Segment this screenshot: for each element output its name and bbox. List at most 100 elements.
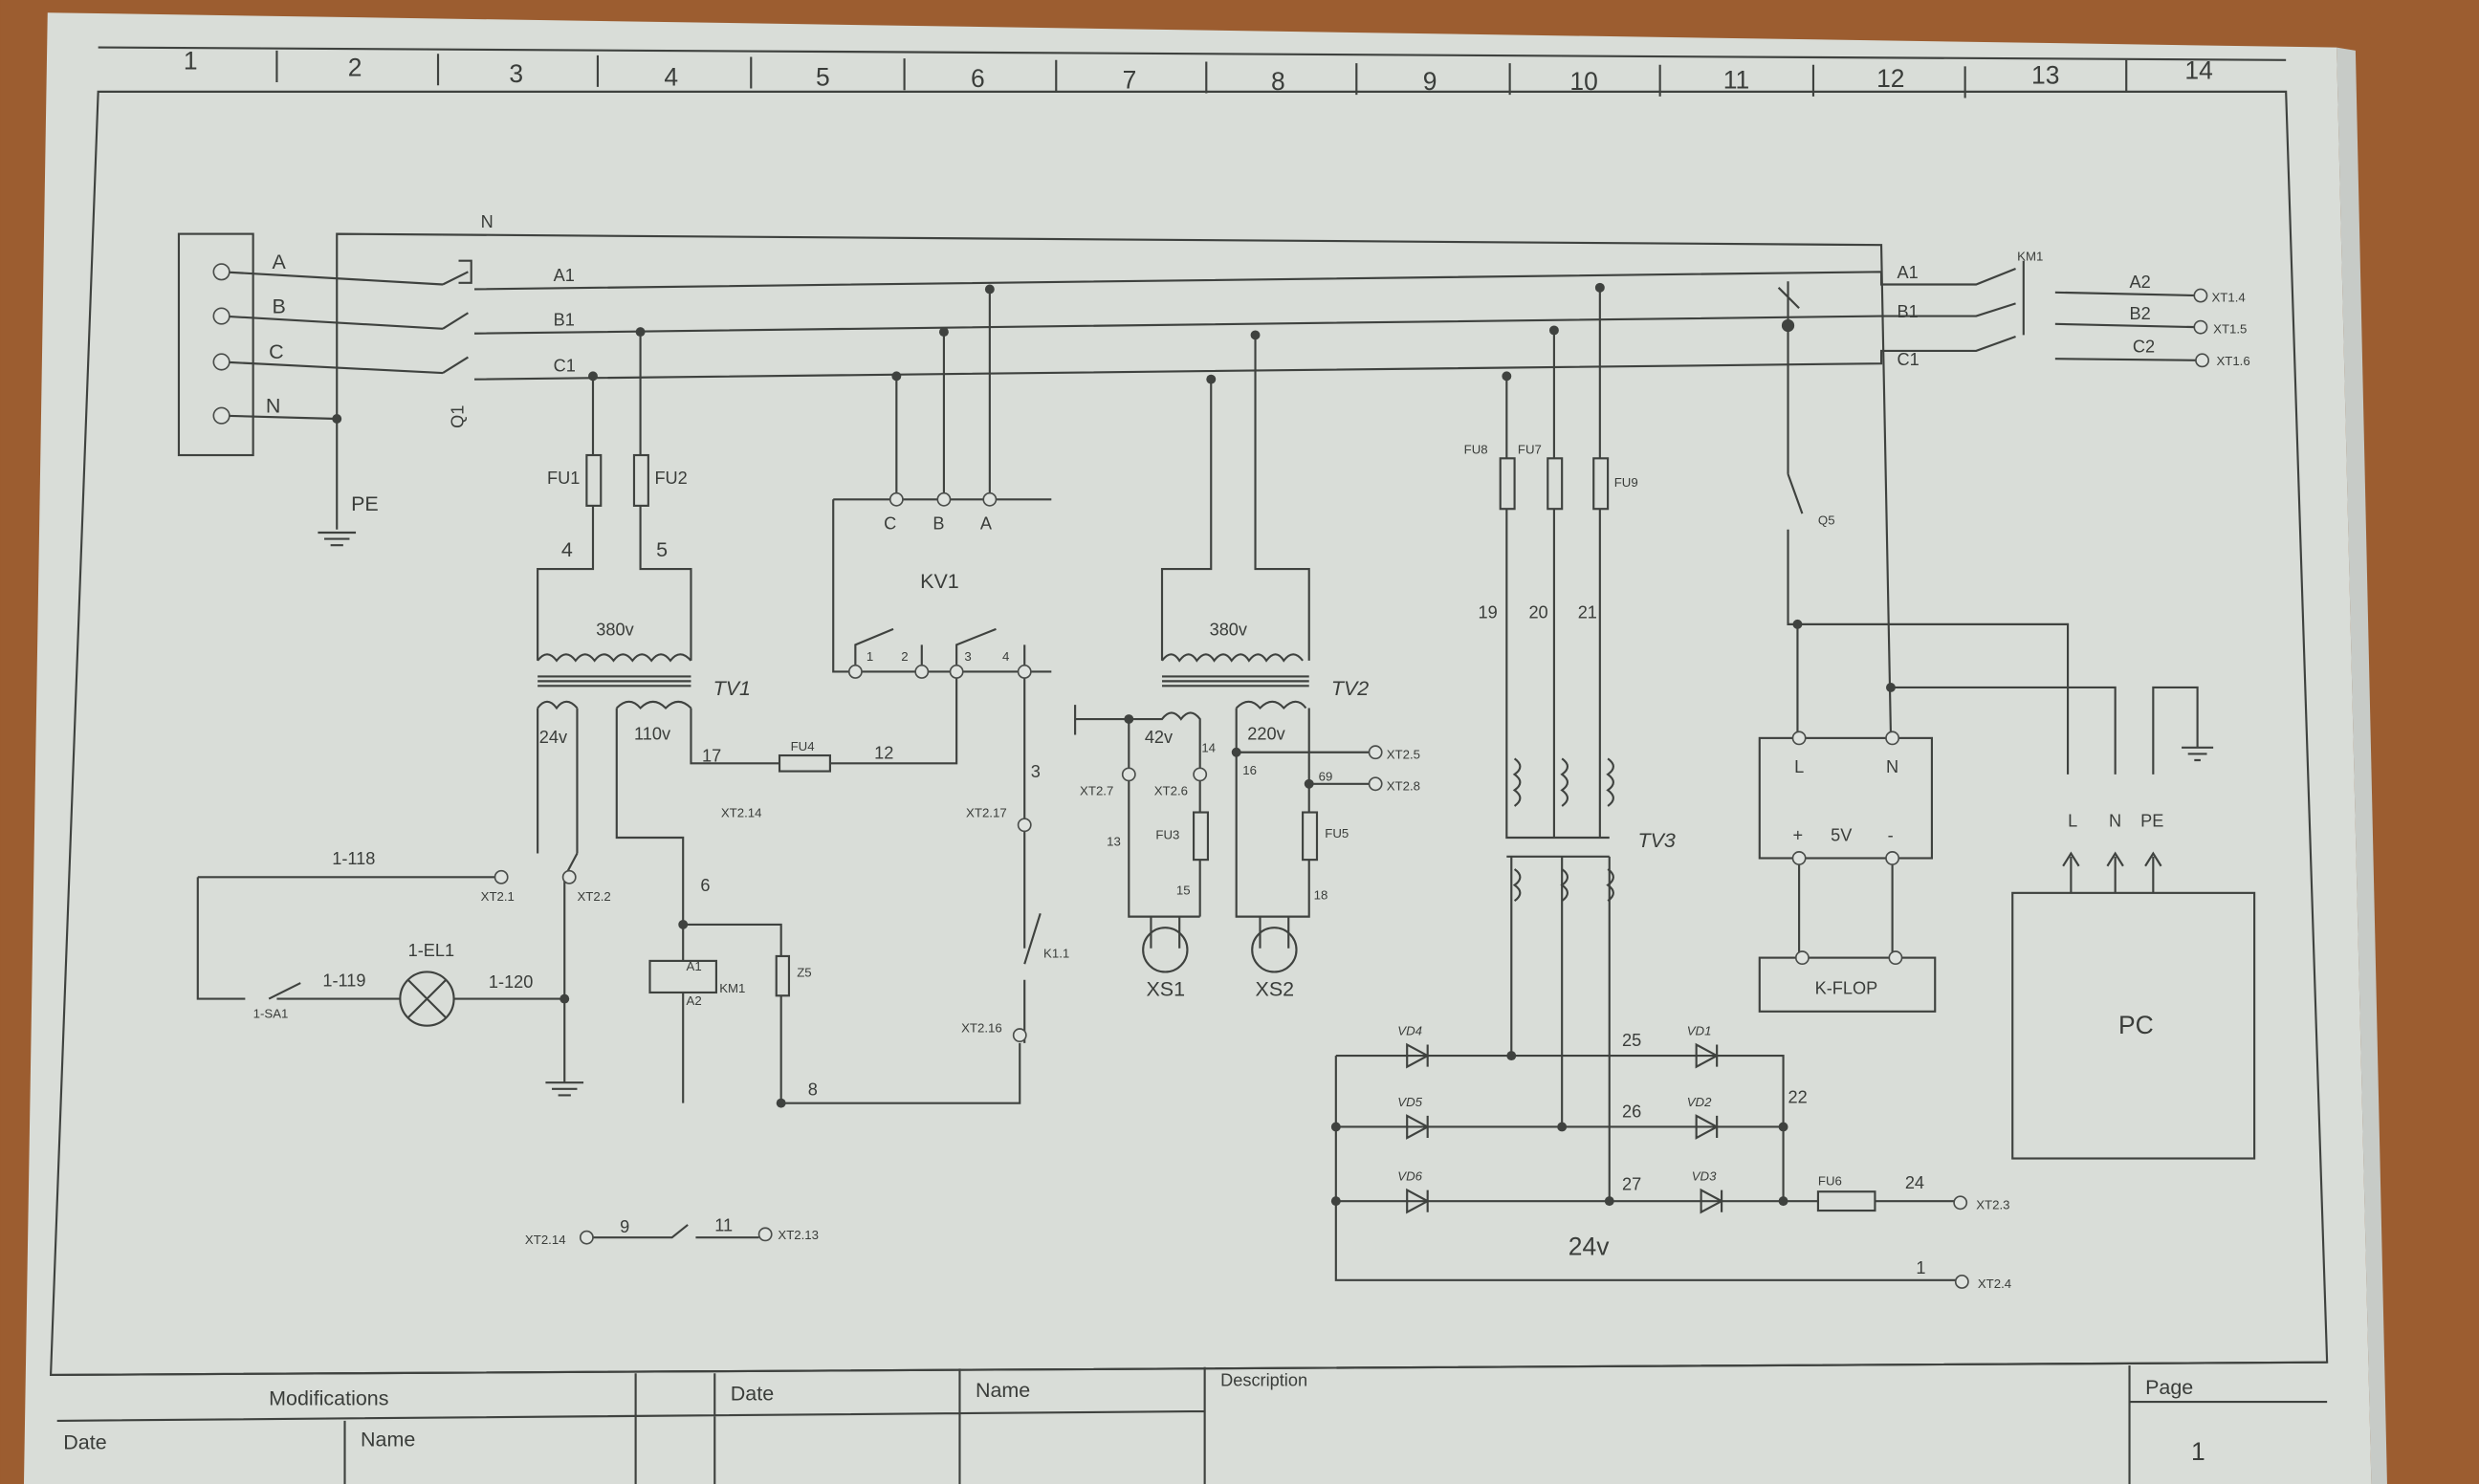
line-label: B2	[2130, 304, 2151, 323]
wire-number: 1-119	[322, 971, 365, 990]
column-number: 2	[348, 53, 362, 81]
wire-number: 11	[714, 1216, 733, 1235]
tv1-secondary-voltage: 110v	[634, 725, 671, 744]
terminal-label: XT2.14	[525, 1233, 566, 1247]
terminal-label: XT1.5	[2213, 322, 2247, 337]
wire-number: 15	[1176, 883, 1191, 897]
terminal-label: XT1.6	[2216, 354, 2249, 368]
switch-label: 1-SA1	[253, 1006, 289, 1020]
tv1-label: TV1	[713, 677, 751, 700]
terminal-label: XT2.8	[1387, 778, 1420, 793]
diode-label: VD2	[1687, 1095, 1712, 1109]
terminal-label: XT2.16	[961, 1020, 1002, 1035]
terminal-label: XT2.3	[1976, 1197, 2009, 1211]
wire-number: 3	[1031, 762, 1041, 781]
wire-number: 1-118	[332, 849, 375, 868]
line-label: C2	[2133, 338, 2155, 357]
km1-coil	[648, 959, 717, 994]
tv1-primary-voltage: 380v	[596, 620, 634, 639]
kflop-label: K-FLOP	[1815, 979, 1878, 998]
fuse-label: FU1	[547, 469, 580, 488]
fuse-label: FU8	[1464, 442, 1488, 456]
supply-wiring	[177, 232, 2198, 735]
wire-number: 27	[1622, 1175, 1641, 1194]
socket-label: XS2	[1256, 977, 1295, 1000]
psu-terminal-label: +	[1792, 825, 1803, 844]
diode-label: VD3	[1692, 1169, 1717, 1184]
psu-terminal-label: L	[1794, 757, 1804, 776]
km1-contactor-label: KM1	[2017, 250, 2043, 264]
fuse-label: FU6	[1818, 1174, 1842, 1189]
wire-number: 1	[1916, 1258, 1925, 1277]
lamp-symbol	[399, 971, 455, 1027]
terminal-label: XT2.7	[1080, 783, 1113, 797]
diode-label: VD5	[1397, 1095, 1422, 1109]
kv1-contact-number: 4	[1002, 649, 1009, 664]
fuse-label: FU3	[1155, 828, 1179, 842]
wire-number: 25	[1622, 1031, 1641, 1050]
wire-number: 12	[874, 743, 893, 762]
psu-wiring	[1758, 281, 2256, 1160]
column-number: 10	[1569, 67, 1597, 96]
coil-terminal: A2	[687, 993, 702, 1008]
title-block-heading: Name	[361, 1428, 415, 1451]
socket-label: XS1	[1146, 977, 1185, 1000]
fuse-label: FU9	[1614, 475, 1638, 490]
line-label: A1	[1898, 263, 1919, 282]
wire-number: 19	[1479, 602, 1498, 622]
column-number: 12	[1876, 64, 1904, 93]
line-label: C1	[554, 356, 576, 375]
neutral-label: N	[266, 394, 281, 417]
pc-input-label: L	[2068, 811, 2077, 830]
tv3-wiring	[1334, 287, 1958, 1281]
rectifier-voltage: 24v	[1569, 1232, 1610, 1260]
column-number: 5	[816, 62, 830, 91]
phase-label: A	[272, 251, 286, 273]
kv1-terminal-label: B	[932, 514, 944, 534]
psu-terminal-label: -	[1888, 825, 1894, 844]
breaker-label: Q5	[1818, 513, 1835, 528]
diode-label: VD4	[1397, 1024, 1422, 1038]
terminal-label: XT2.4	[1978, 1277, 2011, 1291]
column-number: 4	[664, 62, 678, 91]
title-block-heading: Name	[976, 1379, 1030, 1402]
phase-label: B	[272, 295, 285, 317]
coil-label: KM1	[719, 981, 745, 995]
z5-resistor	[775, 954, 791, 997]
wire-number: 26	[1622, 1102, 1641, 1122]
terminal-label: XT2.17	[966, 806, 1007, 820]
wire-number: 24	[1905, 1173, 1924, 1192]
tv2-secondary-voltage: 42v	[1145, 728, 1174, 747]
wire-number: 14	[1201, 741, 1216, 755]
resistor-label: Z5	[797, 965, 811, 979]
paper-sheet	[23, 12, 2372, 1484]
tv2-secondary-voltage: 220v	[1247, 725, 1285, 744]
column-number: 9	[1423, 67, 1437, 96]
pc-input-label: PE	[2140, 811, 2163, 830]
line-label: C1	[1898, 350, 1920, 369]
contact-label: K1.1	[1043, 947, 1069, 961]
diode-label: VD6	[1397, 1169, 1422, 1184]
line-label: B1	[1898, 302, 1919, 321]
pe-label: PE	[351, 492, 379, 515]
title-block-heading: Description	[1220, 1371, 1307, 1390]
wire-number: 1-120	[489, 972, 533, 992]
title-block-heading: Page	[2145, 1376, 2193, 1399]
wire-number: 13	[1107, 834, 1121, 848]
wire-number: 17	[702, 747, 721, 766]
fuse-label: FU4	[791, 739, 815, 753]
column-number: 13	[2031, 61, 2059, 90]
wire-number: 8	[808, 1080, 818, 1099]
neutral-line-label: N	[481, 212, 494, 231]
terminal-label: XT2.14	[721, 806, 762, 820]
main-switch-label: Q1	[448, 405, 467, 428]
fuse-label: FU2	[654, 469, 687, 488]
terminal-label: XT2.2	[577, 889, 610, 904]
psu-terminal-label: N	[1886, 757, 1898, 776]
fuse-label: FU7	[1518, 442, 1542, 456]
wire-number: 4	[561, 538, 573, 561]
page-number: 1	[2191, 1437, 2205, 1466]
pc-label: PC	[2118, 1011, 2154, 1039]
wire-number: 9	[620, 1217, 629, 1236]
title-block-heading: Date	[731, 1382, 774, 1405]
